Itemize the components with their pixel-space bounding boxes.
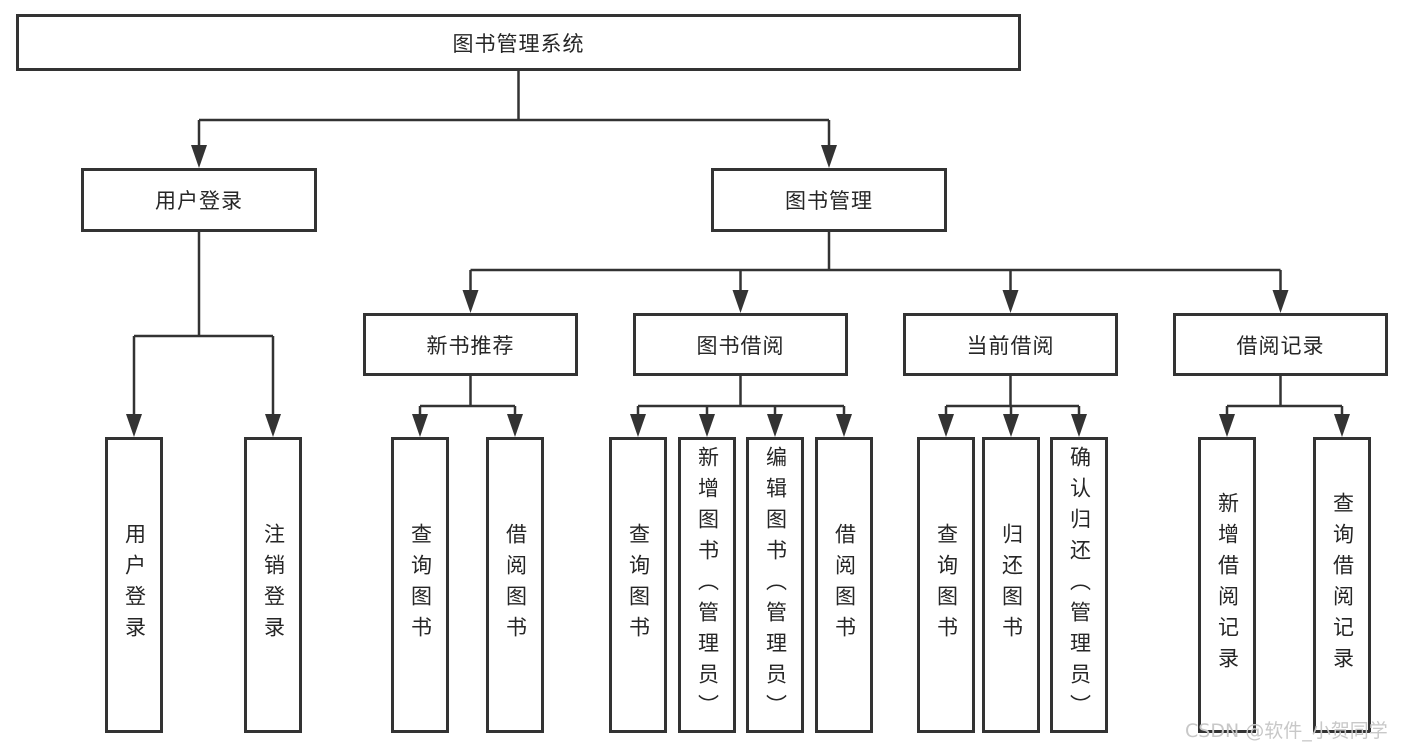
- node-leaf-return-books-label: 归还图书: [999, 523, 1024, 647]
- edge-book-management-to-level3: [469, 232, 1282, 291]
- node-leaf-edit-books-admin: 编辑图书（管理员）: [746, 437, 804, 733]
- node-leaf-user-login: 用户登录: [105, 437, 163, 733]
- node-leaf-query-borrow-record: 查询借阅记录: [1313, 437, 1371, 733]
- node-leaf-borrow-books: 借阅图书: [815, 437, 873, 733]
- node-leaf-return-books: 归还图书: [982, 437, 1040, 733]
- node-leaf-query-books-borrow: 查询图书: [609, 437, 667, 733]
- edge-user-login-arrowheads: [126, 414, 281, 437]
- node-leaf-edit-books-admin-label: 编辑图书（管理员）: [763, 445, 788, 725]
- node-book-borrow: 图书借阅: [633, 313, 848, 376]
- node-leaf-borrow-books-recommend: 借阅图书: [486, 437, 544, 733]
- node-book-management-label: 图书管理: [785, 189, 873, 213]
- node-leaf-query-books-recommend: 查询图书: [391, 437, 449, 733]
- node-leaf-logout: 注销登录: [244, 437, 302, 733]
- node-user-login: 用户登录: [81, 168, 317, 232]
- edge-borrow-records-arrowheads: [1219, 414, 1350, 437]
- node-leaf-query-borrow-record-label: 查询借阅记录: [1330, 492, 1355, 678]
- edge-root-to-level2: [197, 71, 831, 146]
- node-leaf-query-books-recommend-label: 查询图书: [408, 523, 433, 647]
- edge-book-borrow-to-leaves: [636, 376, 846, 415]
- node-leaf-add-borrow-record: 新增借阅记录: [1198, 437, 1256, 733]
- node-system-root-label: 图书管理系统: [452, 31, 585, 56]
- node-leaf-query-books-current: 查询图书: [917, 437, 975, 733]
- node-borrow-records: 借阅记录: [1173, 313, 1388, 376]
- node-borrow-records-label: 借阅记录: [1236, 333, 1325, 358]
- node-current-borrow-label: 当前借阅: [966, 333, 1055, 358]
- node-leaf-add-borrow-record-label: 新增借阅记录: [1215, 492, 1240, 678]
- node-leaf-confirm-return-admin-label: 确认归还（管理员）: [1067, 445, 1092, 725]
- node-user-login-label: 用户登录: [155, 189, 243, 213]
- node-leaf-user-login-label: 用户登录: [122, 523, 147, 647]
- node-book-borrow-label: 图书借阅: [696, 333, 785, 358]
- edge-current-borrow-arrowheads: [938, 414, 1087, 437]
- node-new-book-recommend-label: 新书推荐: [426, 333, 515, 358]
- edge-new-book-recommend-arrowheads: [412, 414, 523, 437]
- node-leaf-query-books-current-label: 查询图书: [934, 523, 959, 647]
- node-leaf-add-books-admin: 新增图书（管理员）: [678, 437, 736, 733]
- node-book-management: 图书管理: [711, 168, 947, 232]
- edge-borrow-records-to-leaves: [1225, 376, 1344, 415]
- node-leaf-logout-label: 注销登录: [261, 523, 286, 647]
- edge-book-management-arrowheads: [462, 290, 1289, 313]
- node-leaf-confirm-return-admin: 确认归还（管理员）: [1050, 437, 1108, 733]
- node-leaf-query-books-borrow-label: 查询图书: [626, 523, 651, 647]
- edge-root-to-level2-arrowheads: [191, 145, 837, 168]
- node-leaf-borrow-books-label: 借阅图书: [832, 523, 857, 647]
- node-leaf-borrow-books-recommend-label: 借阅图书: [503, 523, 528, 647]
- edge-book-borrow-arrowheads: [630, 414, 852, 437]
- csdn-watermark: CSDN @软件_小贺同学: [1185, 720, 1388, 742]
- node-system-root: 图书管理系统: [16, 14, 1021, 71]
- node-leaf-add-books-admin-label: 新增图书（管理员）: [695, 445, 720, 725]
- edge-new-book-recommend-to-leaves: [418, 376, 517, 415]
- node-new-book-recommend: 新书推荐: [363, 313, 578, 376]
- edge-current-borrow-to-leaves: [944, 376, 1081, 415]
- node-current-borrow: 当前借阅: [903, 313, 1118, 376]
- edge-user-login-to-leaves: [132, 232, 275, 415]
